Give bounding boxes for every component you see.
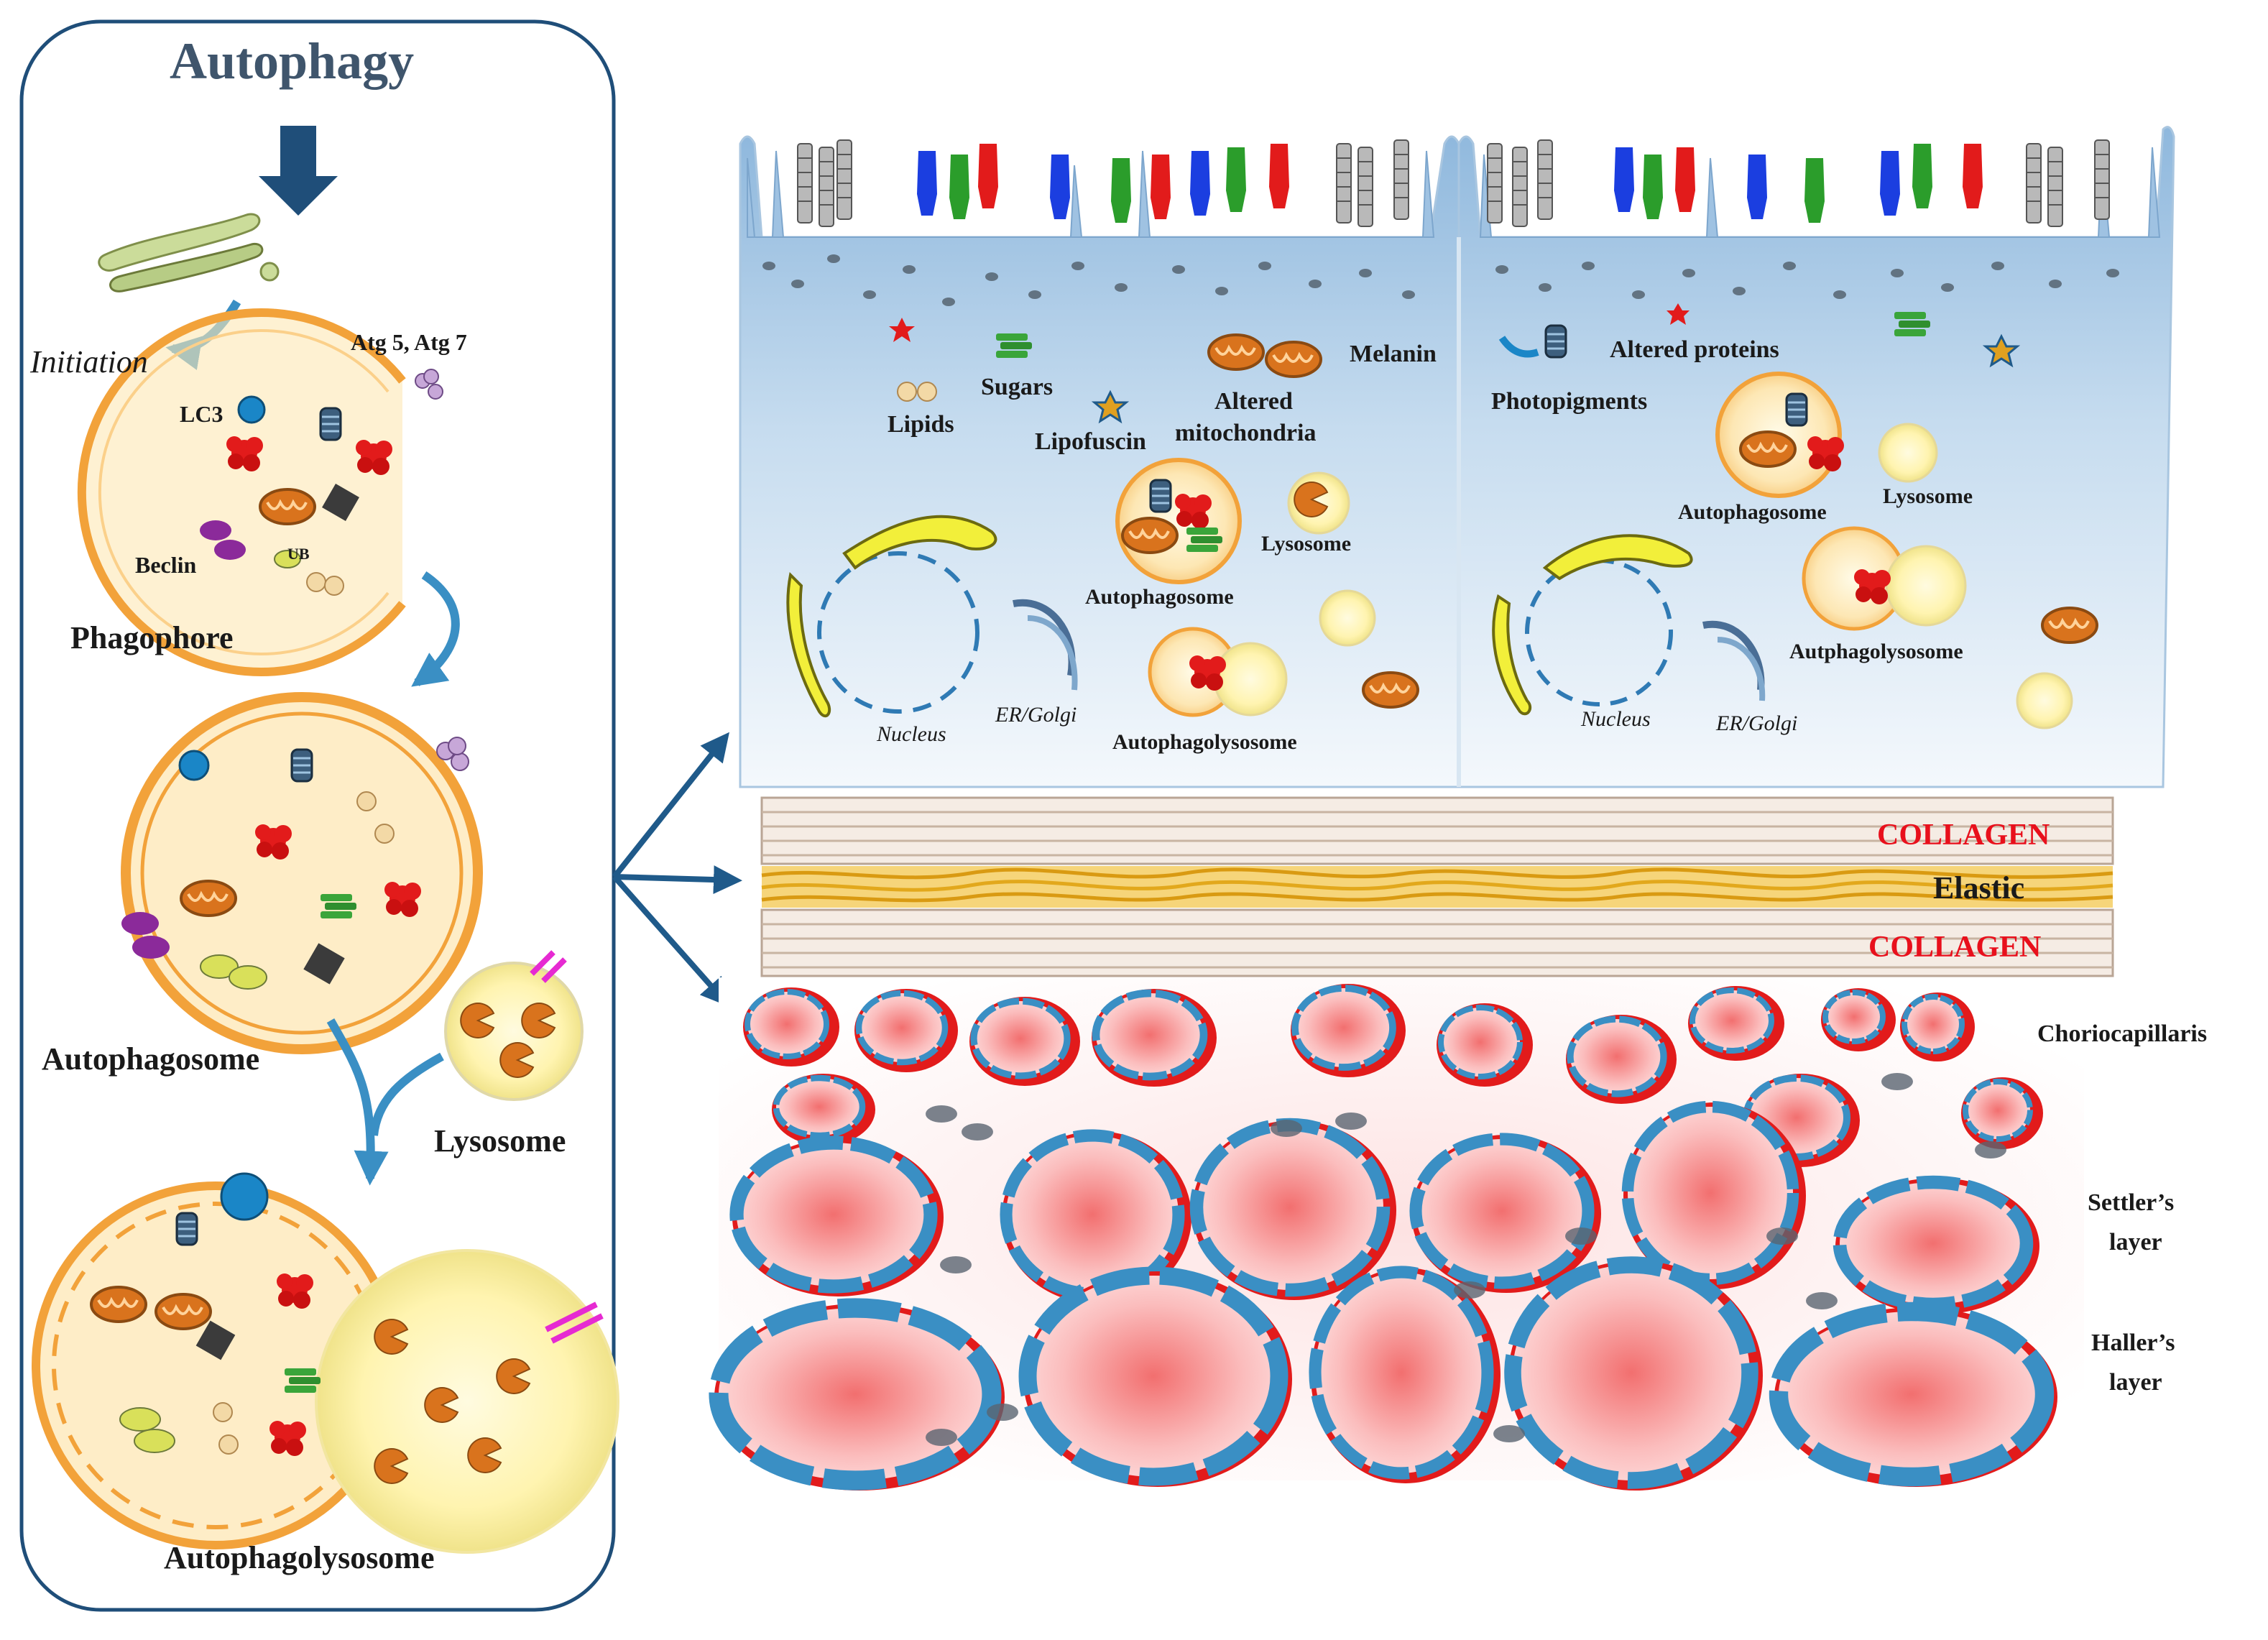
connector-arrows (612, 732, 742, 1007)
melanin-label: Melanin (1350, 341, 1437, 367)
vessel-lumen (1963, 1079, 2033, 1142)
autophagolysosome-left-label: Autophagolysosome (1112, 730, 1297, 754)
choroid-vessels (709, 984, 2057, 1491)
rpe-cell-left (739, 135, 1460, 788)
choriocapillaris-label: Choriocapillaris (2037, 1021, 2208, 1047)
initiation-label: Initiation (30, 344, 148, 379)
pericyte-cluster (940, 1256, 972, 1273)
vessel-lumen (1769, 1302, 2055, 1487)
collagen-bottom-label: COLLAGEN (1868, 931, 2042, 964)
ub-label: UB (287, 545, 310, 563)
autophagy-title: Autophagy (170, 32, 415, 90)
autophagosome-illustration (121, 692, 483, 1054)
lipofuscin-label: Lipofuscin (1035, 428, 1146, 455)
atg-label: Atg 5, Atg 7 (351, 329, 467, 355)
altered-mitochondria-line1: Altered (1214, 388, 1293, 415)
pericyte-cluster (1335, 1112, 1367, 1130)
collagen-layer-bottom (760, 908, 2114, 977)
vessel-lumen (1567, 1015, 1667, 1097)
vessel-lumen (1621, 1100, 1799, 1286)
settler-layer-line1: Settler’s (2088, 1189, 2175, 1216)
pericyte-cluster (1975, 1141, 2006, 1158)
er-golgi-left-label: ER/Golgi (995, 703, 1077, 727)
autophagosome-right-label: Autophagosome (1678, 500, 1827, 524)
vessel-lumen (1504, 1256, 1758, 1489)
pericyte-cluster (926, 1105, 957, 1123)
fusion-arrow (326, 1018, 389, 1186)
vessel-lumen (1309, 1266, 1494, 1480)
lysosome-right-label: Lysosome (1883, 484, 1973, 508)
vessel-lumen (729, 1135, 938, 1294)
collagen-top-label: COLLAGEN (1877, 819, 2050, 852)
nucleus-right-label: Nucleus (1581, 707, 1651, 731)
photopigments-label: Photopigments (1491, 388, 1648, 415)
vessel-lumen (1092, 989, 1208, 1081)
autophagolysosome-label: Autophagolysosome (164, 1540, 435, 1575)
vessel-lumen (1833, 1175, 2034, 1312)
sugars-label: Sugars (981, 374, 1054, 400)
lc3-label: LC3 (180, 401, 223, 427)
lipids-label: Lipids (888, 411, 954, 438)
vessel-lumen (1000, 1129, 1185, 1300)
nucleus-left-label: Nucleus (877, 722, 946, 746)
beclin-label: Beclin (135, 552, 197, 578)
autophagosome-left-label: Autophagosome (1085, 585, 1234, 609)
collagen-layer-top (760, 796, 2114, 865)
pericyte-cluster (1493, 1425, 1525, 1442)
er-golgi-right-label: ER/Golgi (1716, 711, 1798, 735)
altered-mitochondria-line2: mitochondria (1175, 420, 1317, 446)
altered-proteins-label: Altered proteins (1610, 336, 1779, 363)
autophagosome-label: Autophagosome (42, 1041, 260, 1077)
vessel-lumen (773, 1074, 866, 1139)
autphagolysosome-right-label: Autphagolysosome (1789, 640, 1963, 663)
left-cell-organelles (786, 318, 1419, 718)
right-cell-organelles (1492, 303, 2098, 729)
lysosome-label: Lysosome (434, 1123, 566, 1158)
vessel-lumen (745, 989, 829, 1059)
pericyte-cluster (1766, 1227, 1798, 1245)
vessel-lumen (1901, 994, 1965, 1054)
pericyte-cluster (1454, 1281, 1485, 1299)
vessel-lumen (1189, 1118, 1391, 1297)
pericyte-cluster (1806, 1292, 1838, 1309)
haller-layer-line2: layer (2109, 1369, 2162, 1396)
pericyte-cluster (1565, 1227, 1597, 1245)
vessel-lumen (1438, 1005, 1523, 1079)
lysosome-illustration (444, 950, 584, 1101)
pericyte-cluster (987, 1404, 1018, 1421)
pericyte-cluster (1271, 1120, 1302, 1137)
elastic-layer (761, 866, 2113, 908)
autophagolysosome-illustration (32, 1172, 619, 1554)
er-fragment-icon (98, 213, 280, 292)
vessel-lumen (855, 990, 949, 1066)
vessel-lumen (1409, 1133, 1595, 1289)
down-arrow-icon (259, 126, 338, 216)
phagophore-illustration (77, 308, 443, 676)
vessel-lumen (1018, 1266, 1289, 1486)
elastic-label: Elastic (1933, 870, 2025, 906)
pericyte-cluster (1881, 1073, 1913, 1090)
vessel-lumen (1822, 990, 1886, 1044)
pericyte-cluster (962, 1123, 993, 1141)
vessel-lumen (1291, 985, 1396, 1071)
phagophore-to-autophagosome-arrow (411, 571, 460, 687)
lysosome-left-label: Lysosome (1261, 532, 1352, 556)
vessel-lumen (970, 998, 1071, 1079)
settler-layer-line2: layer (2109, 1229, 2162, 1256)
microvilli (747, 147, 2161, 238)
pericyte-cluster (926, 1429, 957, 1446)
phagophore-label: Phagophore (70, 620, 234, 655)
vessel-lumen (709, 1298, 1002, 1491)
lysosome-branch-arrow (369, 1052, 444, 1136)
vessel-lumen (1690, 987, 1774, 1054)
haller-layer-line1: Haller’s (2091, 1330, 2175, 1356)
